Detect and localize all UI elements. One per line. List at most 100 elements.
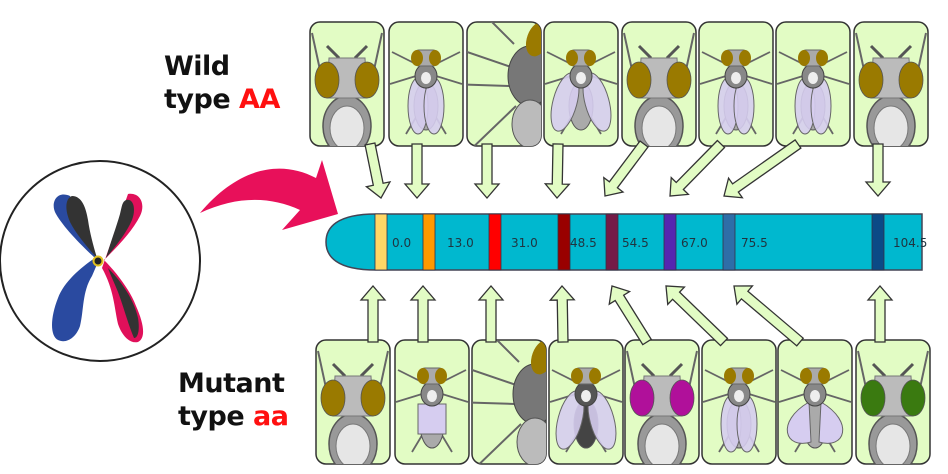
- compound-eye: [742, 368, 754, 384]
- antenna: [640, 362, 684, 378]
- mutant-type-fly-panel: [315, 339, 391, 465]
- pointer-arrow: [409, 285, 437, 343]
- wild-type-fly-panel: [466, 21, 542, 147]
- mutant-type-fly-panel: [855, 339, 931, 465]
- mutant-type-fly-panel: [471, 339, 547, 465]
- locus-position-label: 67.0: [681, 236, 708, 250]
- compound-eye: [571, 368, 583, 384]
- thorax-highlight: [810, 390, 820, 402]
- compound-eye: [589, 368, 601, 384]
- legs: [776, 51, 850, 135]
- locus-band: [722, 213, 736, 271]
- thorax-highlight: [808, 72, 818, 84]
- compound-eye: [818, 368, 830, 384]
- fly-illustration: [699, 49, 773, 135]
- compound-eye: [417, 368, 429, 384]
- wild-type-genotype-line: type AA: [164, 83, 280, 116]
- mutant-type-genotype-line: type aa: [178, 400, 289, 433]
- wild-type-label: Wild type AA: [164, 50, 280, 116]
- pointer-arrow: [543, 143, 571, 199]
- locus-position-label: 54.5: [622, 236, 649, 250]
- pointer-arrow: [723, 139, 802, 199]
- chromosome-bar-body: [325, 213, 923, 271]
- thorax-highlight: [731, 72, 741, 84]
- locus-band: [871, 213, 885, 271]
- pointer-arrow: [733, 285, 805, 347]
- pink-chromatid-dark-lower: [108, 268, 139, 338]
- mutant-type-fly-panel: [777, 339, 853, 465]
- locus-position-label: 75.5: [741, 236, 768, 250]
- pointer-arrow: [359, 285, 387, 343]
- compound-eye: [314, 61, 340, 99]
- thorax-highlight: [421, 72, 431, 84]
- locus-position-label: 104.5: [893, 236, 927, 250]
- mutant-type-title: Mutant: [178, 368, 285, 399]
- legs: [395, 369, 469, 453]
- locus-band: [488, 213, 502, 271]
- fly-illustration: [389, 49, 463, 135]
- mutant-type-prefix: type: [178, 401, 254, 432]
- thorax-highlight: [581, 390, 591, 402]
- thorax-highlight: [335, 423, 371, 464]
- pointer-arrow: [548, 285, 576, 343]
- pointer-arrow: [608, 285, 653, 346]
- pink-chromatid-dark: [106, 199, 134, 258]
- pointer-arrow: [864, 143, 892, 197]
- fly-illustration: [467, 22, 541, 146]
- thorax-highlight: [329, 105, 365, 146]
- compound-eye: [816, 50, 828, 66]
- compound-eye: [411, 50, 423, 66]
- pointer-arrow: [364, 142, 392, 199]
- mutant-type-fly-panel: [394, 339, 470, 465]
- abdomen: [511, 99, 541, 146]
- locus-position-label: 13.0: [447, 236, 474, 250]
- fly-illustration: [395, 367, 469, 453]
- broad-wings: [787, 401, 843, 444]
- legs: [389, 51, 463, 135]
- blue-chromatid-dark: [66, 196, 97, 258]
- antenna: [331, 362, 375, 378]
- centromere: [92, 255, 104, 267]
- wild-type-fly-panel: [775, 21, 851, 147]
- thorax-highlight: [734, 390, 744, 402]
- legs: [778, 369, 852, 453]
- compound-eye: [739, 50, 751, 66]
- compound-eye: [900, 379, 926, 417]
- compound-eye: [525, 22, 541, 57]
- pointer-arrow: [473, 143, 501, 199]
- fly-illustration: [623, 32, 695, 146]
- compound-eye: [860, 379, 886, 417]
- fly-illustration: [544, 49, 618, 135]
- fly-illustration: [311, 32, 383, 146]
- compound-eye: [666, 61, 692, 99]
- antenna: [869, 44, 913, 60]
- mutant-type-fly-panel: [624, 339, 700, 465]
- chromosome-illustration: [0, 160, 201, 362]
- compound-eye: [898, 61, 924, 99]
- thorax-highlight: [427, 390, 437, 402]
- legs: [544, 51, 618, 135]
- pointer-arrow: [866, 285, 894, 343]
- wild-type-title: Wild: [164, 51, 230, 82]
- thorax-highlight: [644, 423, 680, 464]
- fly-illustration: [626, 350, 698, 464]
- wild-type-fly-panel: [543, 21, 619, 147]
- fly-illustration: [776, 49, 850, 135]
- locus-position-label: 0.0: [392, 236, 411, 250]
- compound-eye: [435, 368, 447, 384]
- fly-illustration: [855, 32, 927, 146]
- locus-band: [557, 213, 571, 271]
- fly-illustration: [857, 350, 929, 464]
- pointer-arrow: [477, 285, 505, 343]
- wild-type-genotype: AA: [239, 84, 280, 115]
- thorax-highlight: [641, 105, 677, 146]
- fly-illustration: [778, 367, 852, 453]
- compound-eye: [320, 379, 346, 417]
- wild-type-fly-panel: [621, 21, 697, 147]
- compound-eye: [626, 61, 652, 99]
- curved-arrow: [200, 160, 338, 230]
- wild-type-prefix: type: [164, 84, 240, 115]
- legs: [472, 340, 522, 464]
- pointer-arrow: [669, 139, 726, 197]
